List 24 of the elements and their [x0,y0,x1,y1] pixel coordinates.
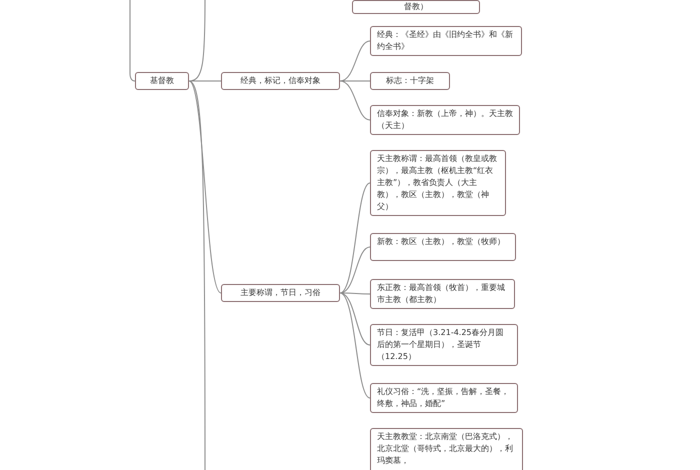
connector-line [340,182,370,294]
connector-line [188,80,222,294]
connector-line [340,80,370,120]
topic-box: 节日：复活甲（3.21-4.25春分月圆后的第一个星期日），圣诞节（12.25） [370,324,518,366]
topic-box: 经典：《圣经》由《旧约全书》和《新约全书》 [370,26,522,56]
topic-box: 天主教称谓：最高首领（教皇或教宗），最高主教（枢机主教“红衣主教”），教省负责人（大主教），教区（主教），教堂（神父） [370,150,506,216]
topic-box: 经典，标记，信奉对象 [221,72,340,90]
connector-line [340,40,370,82]
connector-line [188,80,222,82]
connector-line [340,292,370,398]
topic-box: 天主教教堂：北京南堂（巴洛克式），北京北堂（哥特式，北京最大的），利玛窦墓， [370,428,523,470]
topic-box: 督教） [352,0,480,14]
connector-line [340,292,370,346]
connector-line [188,80,206,470]
topic-box: 东正教：最高首领（牧首），重要城市主教（都主教） [370,279,515,309]
connector-line [340,246,370,294]
connector-line [130,0,136,82]
topic-box: 基督教 [135,72,189,90]
topic-box: 礼仪习俗：“洗，坚振，告解，圣餐，终敷，神品，婚配” [370,383,518,413]
topic-box: 信奉对象：新教（上帝，神）。天主教（天主） [370,105,520,135]
topic-box: 主要称谓，节日，习俗 [221,284,340,302]
topic-box: 新教：教区（主教），教堂（牧师） [370,233,516,261]
topic-box: 标志：十字架 [370,72,450,90]
connector-line [188,0,206,82]
